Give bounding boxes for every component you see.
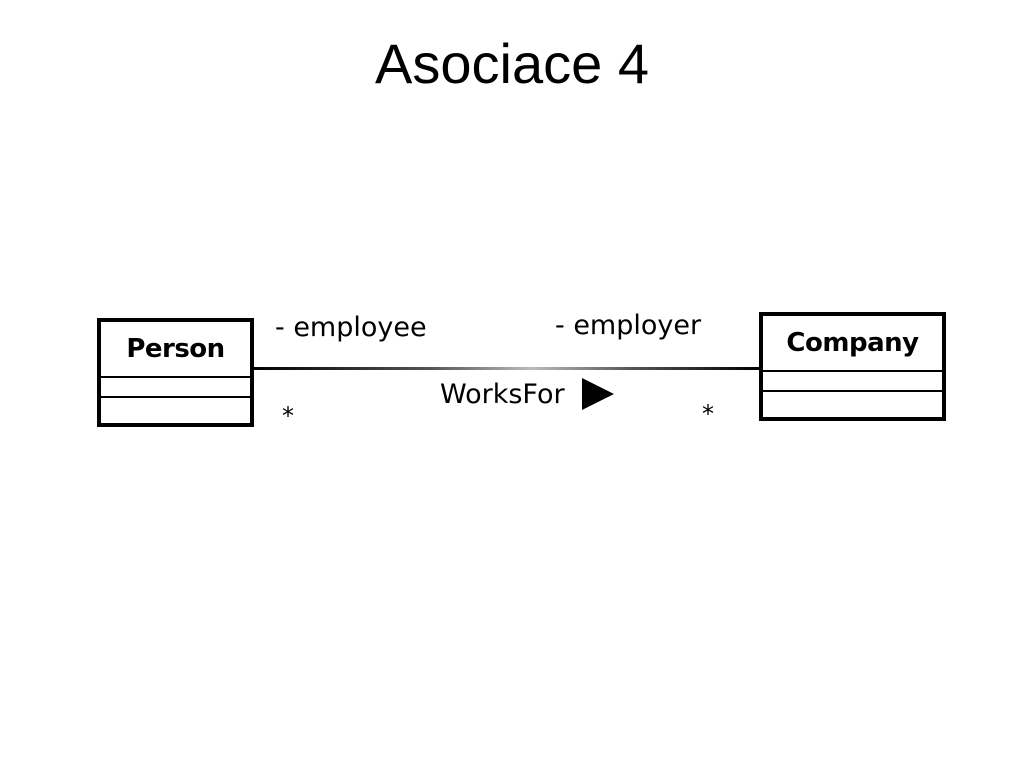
class-name-company: Company xyxy=(763,316,942,372)
role-label-employee: - employee xyxy=(275,312,427,343)
slide-title: Asociace 4 xyxy=(375,32,649,95)
right-triangle-arrow-icon xyxy=(582,378,614,410)
multiplicity-right: * xyxy=(702,400,714,428)
class-name-person: Person xyxy=(101,322,250,378)
attributes-compartment-person xyxy=(101,378,250,398)
attributes-compartment-company xyxy=(763,372,942,392)
role-label-employer: - employer xyxy=(555,310,702,341)
multiplicity-left: * xyxy=(282,402,294,430)
association-line xyxy=(254,367,759,370)
uml-class-person: Person xyxy=(97,318,254,427)
uml-class-company: Company xyxy=(759,312,946,421)
association-name: WorksFor xyxy=(440,379,565,410)
